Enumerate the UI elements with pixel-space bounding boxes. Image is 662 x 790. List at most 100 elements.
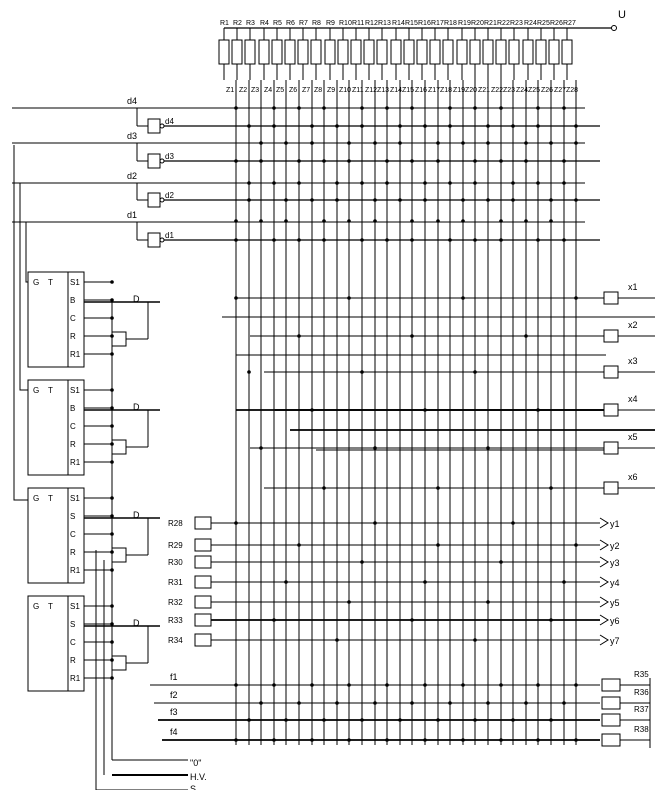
resistor: [456, 39, 468, 65]
flipflop-pin-label: G: [33, 386, 39, 395]
column-label: Z18: [440, 87, 452, 94]
y-label: y2: [610, 541, 620, 551]
junction-dot: [486, 124, 490, 128]
junction-dot: [322, 486, 326, 490]
resistor: [561, 39, 573, 65]
resistor-label: R18: [444, 20, 457, 27]
inverted-label: d4: [165, 117, 174, 126]
x-label: x5: [628, 432, 638, 442]
junction-dot: [310, 198, 314, 202]
x-label: x6: [628, 472, 638, 482]
junction-dot: [499, 106, 503, 110]
junction-dot: [347, 159, 351, 163]
f-resistor: [601, 713, 621, 727]
resistor: [442, 39, 454, 65]
resistor: [363, 39, 375, 65]
junction-dot: [110, 676, 114, 680]
column-label: Z7: [302, 87, 310, 94]
inverted-label: d3: [165, 152, 174, 161]
address-label: d2: [127, 171, 137, 181]
column-label: Z13: [377, 87, 389, 94]
resistor: [535, 39, 547, 65]
flipflop-pin-label: S1: [70, 278, 80, 287]
junction-dot: [284, 219, 288, 223]
resistor-label: R2: [233, 20, 242, 27]
junction-dot: [473, 238, 477, 242]
junction-dot: [511, 124, 515, 128]
junction-dot: [347, 738, 351, 742]
resistor-label: R24: [524, 20, 537, 27]
junction-dot: [549, 141, 553, 145]
flipflop-pin-label: T: [48, 386, 53, 395]
resistor: [548, 39, 560, 65]
junction-dot: [461, 141, 465, 145]
junction-dot: [473, 106, 477, 110]
supply-terminal: [611, 25, 617, 31]
junction-dot: [398, 718, 402, 722]
resistor: [495, 39, 507, 65]
y-arrow: [599, 596, 609, 608]
y-label: y4: [610, 578, 620, 588]
f-label: f4: [170, 727, 178, 737]
junction-dot: [473, 181, 477, 185]
junction-dot: [110, 316, 114, 320]
junction-dot: [436, 219, 440, 223]
flipflop-pin-label: R1: [70, 458, 81, 467]
x-driver: [603, 329, 619, 343]
y-source-label: R28: [168, 519, 183, 528]
junction-dot: [110, 334, 114, 338]
inverter: [147, 192, 161, 208]
junction-dot: [310, 124, 314, 128]
column-label: Z27: [554, 87, 566, 94]
junction-dot: [322, 718, 326, 722]
column-label: Z10: [339, 87, 351, 94]
junction-dot: [335, 701, 339, 705]
junction-dot: [524, 141, 528, 145]
feedback-loop: [13, 145, 30, 501]
x-driver: [603, 403, 619, 417]
junction-dot: [297, 106, 301, 110]
x-label: x2: [628, 320, 638, 330]
junction-dot: [259, 159, 263, 163]
junction-dot: [373, 701, 377, 705]
junction-dot: [272, 683, 276, 687]
resistor: [218, 39, 230, 65]
y-driver: [194, 555, 212, 569]
junction-dot: [524, 159, 528, 163]
junction-dot: [347, 219, 351, 223]
junction-dot: [110, 280, 114, 284]
junction-dot: [272, 238, 276, 242]
junction-dot: [310, 683, 314, 687]
resistor-label: R13: [378, 20, 391, 27]
resistor-label: R27: [563, 20, 576, 27]
resistor: [469, 39, 481, 65]
junction-dot: [499, 738, 503, 742]
column-label: Z22: [491, 87, 503, 94]
junction-dot: [574, 198, 578, 202]
junction-dot: [297, 181, 301, 185]
inverter-bubble: [159, 158, 165, 164]
address-label: d4: [127, 96, 137, 106]
supply-label: U: [618, 9, 626, 21]
column-label: Z23: [503, 87, 515, 94]
x-label: x4: [628, 394, 638, 404]
f-resistor-label: R35: [634, 670, 649, 679]
y-arrow: [599, 576, 609, 588]
flipflop-body: [27, 487, 69, 584]
junction-dot: [549, 486, 553, 490]
y-driver: [194, 613, 212, 627]
gate-label: D: [133, 618, 140, 628]
junction-dot: [335, 181, 339, 185]
junction-dot: [461, 219, 465, 223]
inverter: [147, 153, 161, 169]
f-label: f3: [170, 707, 178, 717]
address-label: d3: [127, 131, 137, 141]
resistor: [271, 39, 283, 65]
column-label: Z20: [465, 87, 477, 94]
junction-dot: [247, 181, 251, 185]
junction-dot: [310, 408, 314, 412]
resistor-label: R15: [405, 20, 418, 27]
column-label: Z3: [251, 87, 259, 94]
resistor-label: R8: [312, 20, 321, 27]
junction-dot: [524, 219, 528, 223]
